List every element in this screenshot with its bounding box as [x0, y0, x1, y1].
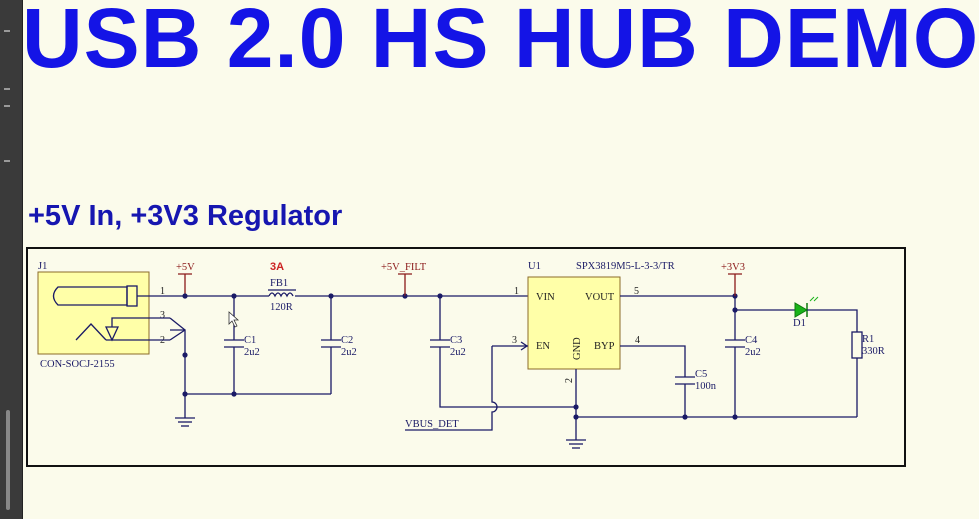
capacitor-c4[interactable] [725, 296, 745, 417]
u1-pin-vin-num: 1 [514, 286, 519, 297]
c3-value: 2u2 [450, 347, 466, 358]
capacitor-c2[interactable] [321, 296, 341, 394]
power-port-5v [178, 273, 192, 296]
j1-body [37, 271, 150, 355]
j1-part: CON-SOCJ-2155 [40, 359, 115, 370]
wire-vbus-det [405, 346, 498, 431]
left-toolbar-strip [0, 0, 23, 519]
c4-value: 2u2 [745, 347, 761, 358]
ferrite-bead-fb1[interactable] [268, 289, 296, 299]
c5-designator: C5 [695, 369, 707, 380]
connector-j1[interactable] [37, 271, 150, 355]
u1-pin-gnd-name: GND [572, 337, 583, 360]
r1-designator: R1 [862, 334, 874, 345]
net-label-3v3: +3V3 [721, 262, 745, 273]
c5-value: 100n [695, 381, 717, 392]
ground-symbol [566, 439, 586, 449]
jack-spring-shape [75, 323, 107, 341]
regulator-u1[interactable] [527, 276, 621, 370]
u1-pin-byp-num: 4 [635, 335, 640, 346]
u1-pin-gnd-num: 2 [564, 378, 575, 383]
led-d1[interactable] [794, 296, 819, 318]
c4-designator: C4 [745, 335, 758, 346]
resistor-r1[interactable] [851, 331, 863, 359]
capacitor-c1[interactable] [224, 296, 244, 394]
u1-pin-vout-num: 5 [634, 286, 639, 297]
capacitor-c3[interactable] [430, 296, 576, 408]
j1-designator: J1 [38, 261, 47, 272]
jack-switch-shape [104, 317, 150, 342]
section-title: +5V In, +3V3 Regulator [28, 200, 343, 232]
r1-value: 330R [862, 346, 885, 357]
c3-designator: C3 [450, 335, 462, 346]
fb1-value: 120R [270, 302, 293, 313]
page-title: USB 2.0 HS HUB DEMO [22, 0, 979, 85]
u1-pin-vout-name: VOUT [585, 292, 615, 303]
wire-byp [620, 345, 686, 377]
ground-symbol [175, 417, 195, 427]
u1-pin-en-num: 3 [512, 335, 517, 346]
vertical-scrollbar[interactable] [6, 410, 10, 510]
sheet-border [26, 247, 906, 467]
schematic-canvas[interactable]: J1 CON-SOCJ-2155 1 3 2 +5V C1 2u2 [0, 0, 951, 519]
u1-pin-en-name: EN [536, 341, 550, 352]
wire-j1-ground [170, 329, 186, 418]
net-label-vbus-det: VBUS_DET [405, 419, 459, 430]
power-port-5v-filt [398, 273, 412, 296]
led-light-rays-icon [809, 296, 819, 302]
power-port-3v3 [728, 273, 742, 296]
j1-pin3: 3 [160, 310, 165, 321]
c1-value: 2u2 [244, 347, 260, 358]
net-label-5v: +5V [176, 262, 195, 273]
capacitor-c5[interactable] [675, 376, 695, 417]
net-label-5v-filt: +5V_FILT [381, 262, 427, 273]
wire-led-cathode [807, 309, 858, 332]
u1-pin-byp-name: BYP [594, 341, 615, 352]
en-arrow [520, 341, 529, 351]
toolbar-tick [4, 105, 10, 107]
j1-pin1: 1 [160, 286, 165, 297]
toolbar-tick [4, 160, 10, 162]
fb1-designator: FB1 [270, 278, 288, 289]
d1-designator: D1 [793, 318, 806, 329]
c2-designator: C2 [341, 335, 353, 346]
wire-j1-join [169, 329, 186, 341]
wire-j1-join [169, 317, 186, 331]
toolbar-tick [4, 30, 10, 32]
jack-plug-shape [52, 286, 128, 306]
u1-pin-vin-name: VIN [536, 292, 555, 303]
current-note: 3A [270, 261, 284, 273]
u1-part: SPX3819M5-L-3-3/TR [576, 261, 675, 272]
u1-designator: U1 [528, 261, 541, 272]
toolbar-tick [4, 88, 10, 90]
c1-designator: C1 [244, 335, 256, 346]
c2-value: 2u2 [341, 347, 357, 358]
mouse-cursor-icon [228, 311, 240, 328]
